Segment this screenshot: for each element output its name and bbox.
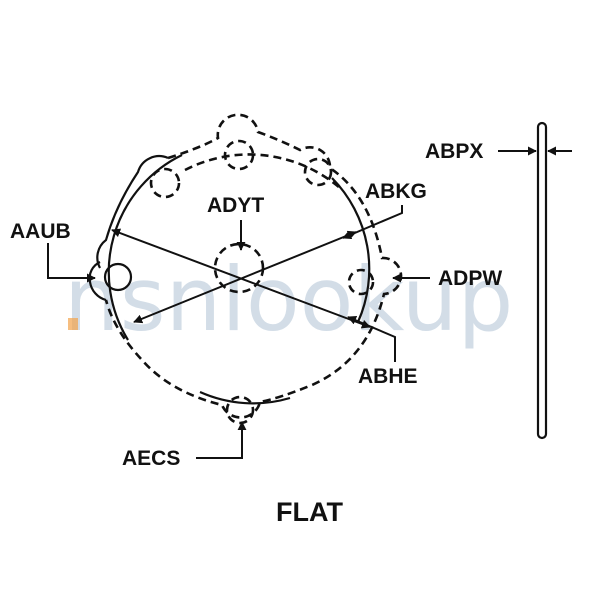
inner-solid-arc-bottom	[199, 390, 291, 405]
watermark-dot	[68, 318, 78, 330]
inner-dashed-arc-top	[184, 153, 341, 189]
label-adpw: ADPW	[438, 267, 502, 290]
label-aaub: AAUB	[10, 220, 71, 243]
label-abpx: ABPX	[425, 140, 483, 163]
abkg-dimension-line	[133, 230, 357, 324]
leaders	[47, 205, 430, 459]
watermark: nsnlookup	[64, 248, 513, 351]
abkg-leader	[342, 205, 403, 239]
side-view	[498, 121, 572, 440]
label-aecs: AECS	[122, 447, 180, 470]
aaub-leader	[47, 243, 96, 283]
watermark-text: nsnlookup	[64, 248, 513, 351]
abhe-leader	[347, 316, 396, 362]
label-abkg: ABKG	[365, 180, 427, 203]
outer-dashed-outline	[104, 113, 403, 419]
dimension-arrows	[111, 228, 371, 329]
gasket-edge-view	[536, 121, 548, 440]
label-abhe: ABHE	[358, 365, 418, 388]
aecs-leader	[196, 421, 247, 459]
outer-solid-arc-top	[96, 155, 169, 269]
label-adyt: ADYT	[207, 194, 264, 217]
labels: AAUB ADYT ABKG ADPW ABHE AECS ABPX FLAT	[10, 140, 502, 527]
bolt-hole-top	[223, 139, 255, 171]
bolt-hole-top-left	[149, 167, 181, 199]
diagram-title: FLAT	[276, 497, 343, 527]
bolt-hole-top-right	[303, 157, 333, 187]
